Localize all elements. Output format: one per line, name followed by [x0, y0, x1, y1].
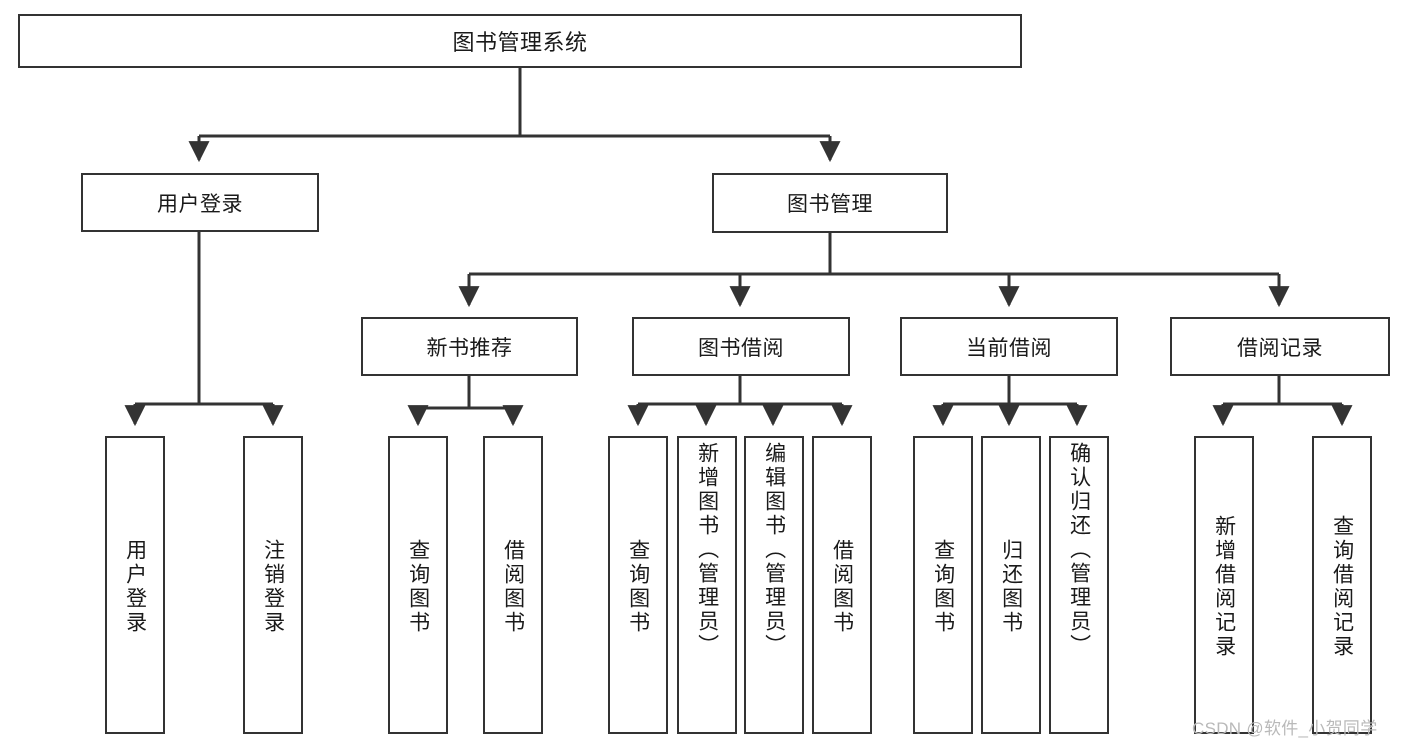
- leaf-query-borrow-record[interactable]: 查询借阅记录: [1312, 436, 1372, 734]
- node-label: 新增借阅记录: [1212, 515, 1236, 659]
- node-label: 查询借阅记录: [1330, 515, 1354, 659]
- node-label: 注销登录: [261, 539, 285, 635]
- leaf-return-book[interactable]: 归还图书: [981, 436, 1041, 734]
- node-new-book-recommend[interactable]: 新书推荐: [361, 317, 578, 376]
- node-label: 确认归还（管理员）: [1067, 442, 1091, 658]
- node-label: 用户登录: [123, 539, 147, 635]
- leaf-edit-book-admin[interactable]: 编辑图书（管理员）: [744, 436, 804, 734]
- node-label: 图书管理系统: [452, 30, 588, 55]
- node-label: 查询图书: [406, 539, 430, 635]
- watermark-text: CSDN @软件_小贺同学: [1192, 719, 1378, 738]
- leaf-add-borrow-record[interactable]: 新增借阅记录: [1194, 436, 1254, 734]
- node-label: 图书借阅: [698, 336, 784, 360]
- node-label: 借阅图书: [501, 539, 525, 635]
- leaf-borrow-book[interactable]: 借阅图书: [812, 436, 872, 734]
- node-label: 新书推荐: [426, 336, 513, 360]
- node-current-borrow[interactable]: 当前借阅: [900, 317, 1118, 376]
- node-label: 编辑图书（管理员）: [762, 442, 786, 658]
- node-root-system[interactable]: 图书管理系统: [18, 14, 1022, 68]
- leaf-query-book-recommend[interactable]: 查询图书: [388, 436, 448, 734]
- node-label: 借阅记录: [1237, 336, 1323, 360]
- node-borrow-record[interactable]: 借阅记录: [1170, 317, 1390, 376]
- node-label: 图书管理: [787, 193, 873, 216]
- node-label: 归还图书: [999, 539, 1023, 635]
- node-label: 查询图书: [931, 539, 955, 635]
- node-book-borrow[interactable]: 图书借阅: [632, 317, 850, 376]
- node-label: 用户登录: [157, 192, 243, 216]
- leaf-add-book-admin[interactable]: 新增图书（管理员）: [677, 436, 737, 734]
- node-label: 新增图书（管理员）: [695, 442, 719, 658]
- leaf-confirm-return-admin[interactable]: 确认归还（管理员）: [1049, 436, 1109, 734]
- leaf-borrow-book-recommend[interactable]: 借阅图书: [483, 436, 543, 734]
- leaf-query-book-borrow[interactable]: 查询图书: [608, 436, 668, 734]
- node-label: 当前借阅: [966, 336, 1052, 360]
- node-user-login[interactable]: 用户登录: [81, 173, 319, 232]
- leaf-user-logout[interactable]: 注销登录: [243, 436, 303, 734]
- node-book-management[interactable]: 图书管理: [712, 173, 948, 233]
- leaf-query-book-current[interactable]: 查询图书: [913, 436, 973, 734]
- node-label: 查询图书: [626, 539, 650, 635]
- leaf-user-login[interactable]: 用户登录: [105, 436, 165, 734]
- node-label: 借阅图书: [830, 539, 854, 635]
